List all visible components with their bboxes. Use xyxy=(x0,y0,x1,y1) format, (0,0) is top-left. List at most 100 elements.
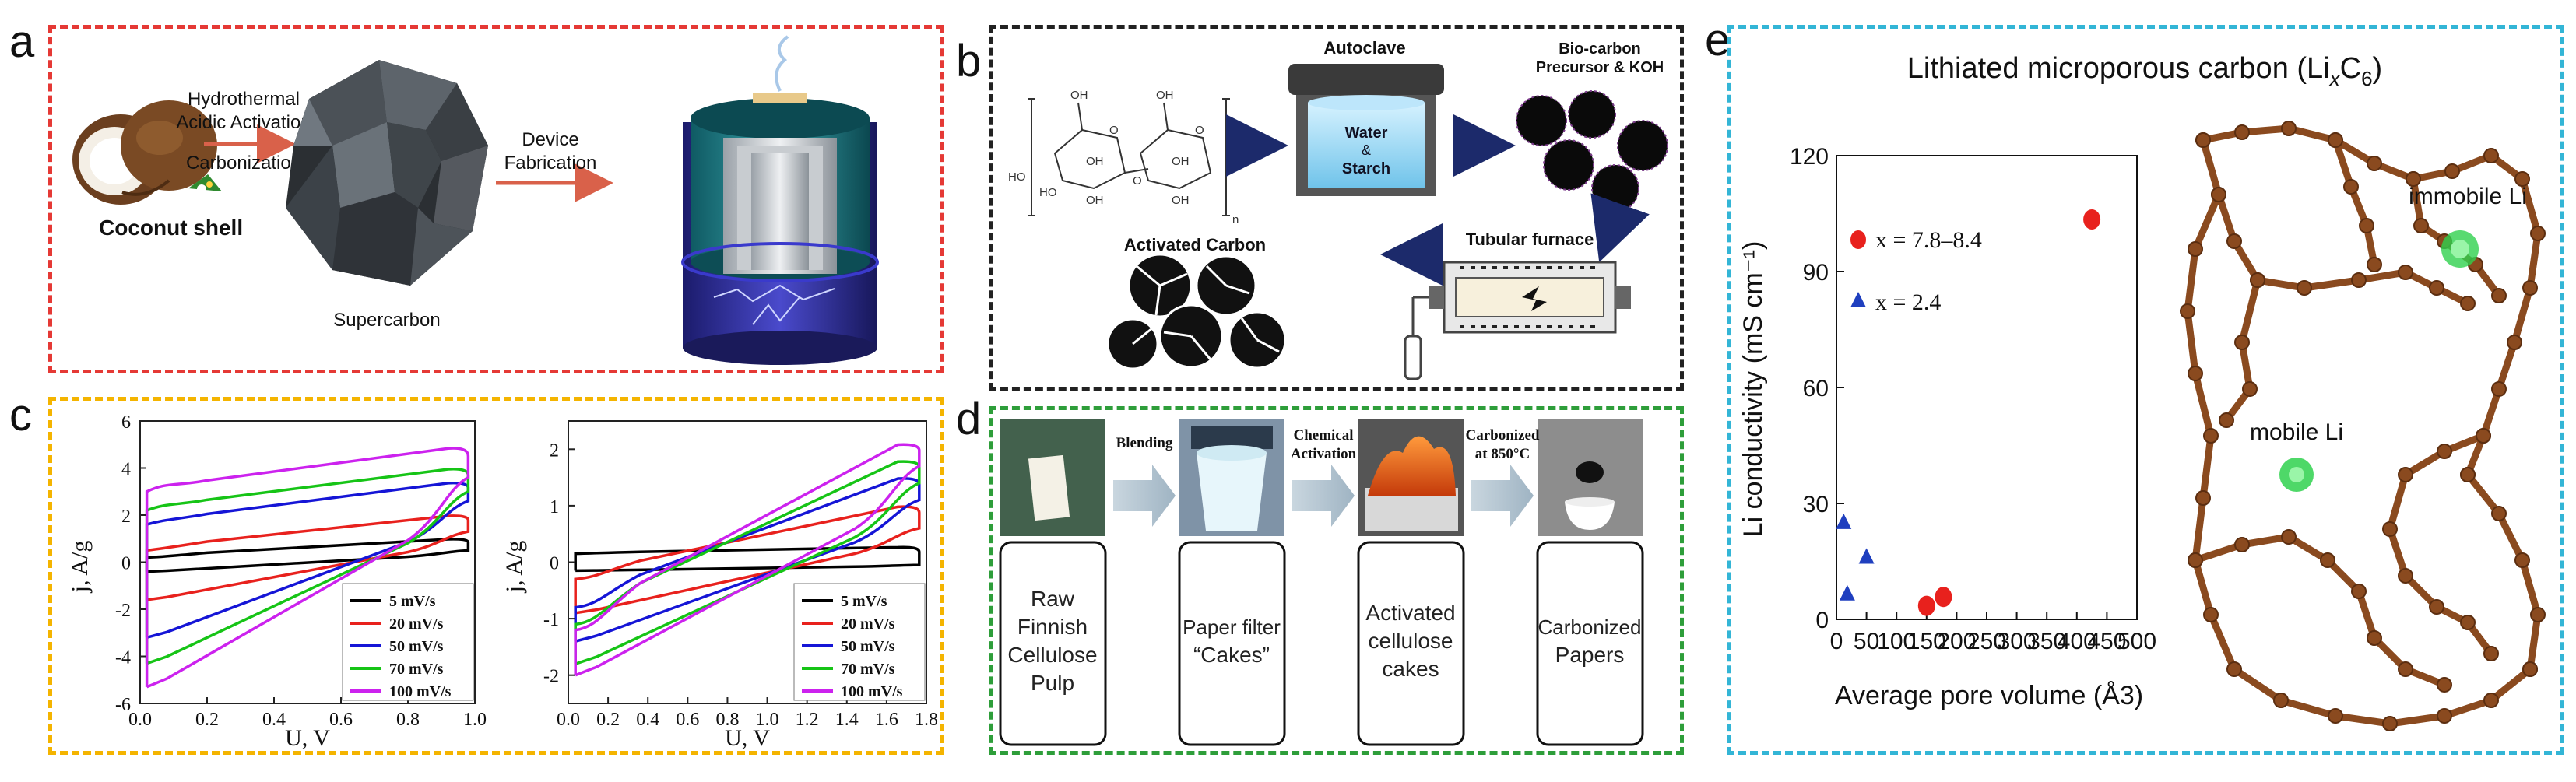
panel-label-c: c xyxy=(9,390,32,440)
flow-arrow-1 xyxy=(1113,465,1176,527)
xtick-label: 350 xyxy=(2027,629,2066,654)
xtick-label: 150 xyxy=(1907,629,1946,654)
scatter-xlabel: Average pore volume (Å3) xyxy=(1835,681,2143,710)
step1-label-1: Hydrothermal xyxy=(188,89,300,110)
cv-curve-5 xyxy=(145,447,470,689)
cv-curve-4 xyxy=(574,460,921,665)
starch-o-1: O xyxy=(1109,124,1119,137)
caption-4-line-2: Papers xyxy=(1555,643,1625,667)
cv-curve-4 xyxy=(145,468,470,665)
starch-ho-1: HO xyxy=(1008,170,1026,184)
xtick-label: 1.4 xyxy=(835,710,859,730)
legend-label: 70 mV/s xyxy=(389,661,444,678)
xtick-label: 0.8 xyxy=(396,710,420,730)
cv-curve-5 xyxy=(574,443,921,677)
legend-label: x = 2.4 xyxy=(1875,289,1941,315)
caption-3-line-2: cellulose xyxy=(1369,629,1453,653)
starch-ho-2: HO xyxy=(1039,186,1057,199)
activated-carbon-icon xyxy=(1106,253,1287,370)
panel-label-d: d xyxy=(956,394,982,444)
scatter-yticks: 0 30 60 90 120 xyxy=(1790,144,1844,633)
scatter-point-circle xyxy=(1917,595,1935,616)
ytick-label: -1 xyxy=(543,610,559,630)
activated-carbon-label: Activated Carbon xyxy=(1124,235,1266,254)
xtick-label: 0.0 xyxy=(128,710,152,730)
caption-1-line-2: Finnish xyxy=(1017,615,1088,639)
ytick-label: -2 xyxy=(543,667,559,687)
supercapacitor-icon xyxy=(681,35,879,365)
ytick-label: 90 xyxy=(1803,260,1829,286)
panel-a-diagram: Coconut shell Hydrothermal Acidic Activa… xyxy=(72,35,879,365)
ytick-label: 0 xyxy=(1815,608,1829,633)
panel-e-frame xyxy=(1727,25,2564,755)
panel-b-diagram: OH OH OH OH OH OH HO HO O O O n Autoclav… xyxy=(1008,38,1668,380)
caption-box-2 xyxy=(1178,541,1286,746)
legend-label: 20 mV/s xyxy=(841,615,895,633)
arrow-label-2a: Chemical xyxy=(1293,427,1353,444)
cv-curve-3 xyxy=(574,477,921,643)
legend-label: 5 mV/s xyxy=(389,593,436,610)
step2-label-2: Fabrication xyxy=(504,153,597,174)
xtick-label: 1.0 xyxy=(463,710,487,730)
panel-c-frame xyxy=(48,397,944,755)
cv-curve-1 xyxy=(145,538,470,573)
xtick-label: 400 xyxy=(2058,629,2096,654)
xtick-label: 0.4 xyxy=(636,710,659,730)
caption-2-line-2: “Cakes” xyxy=(1193,643,1270,667)
scatter-ylabel: Li conductivity (mS cm⁻¹) xyxy=(1738,241,1768,538)
caption-1-line-4: Pulp xyxy=(1031,671,1074,695)
ytick-label: 120 xyxy=(1790,144,1829,170)
carbon-network xyxy=(2180,121,2546,731)
legend-label: 100 mV/s xyxy=(841,683,903,700)
xtick-label: 300 xyxy=(1998,629,2037,654)
starch-oh-1: OH xyxy=(1070,89,1088,102)
caption-box-4 xyxy=(1536,541,1644,746)
caption-1-line-3: Cellulose xyxy=(1007,643,1097,667)
ytick-label: 2 xyxy=(550,440,559,461)
ytick-label: -4 xyxy=(115,648,131,668)
legend-label: x = 7.8–8.4 xyxy=(1875,227,1982,253)
furnace-label: Tubular furnace xyxy=(1466,230,1594,249)
panel-label-a: a xyxy=(9,16,35,67)
arrow-label-3b: at 850°C xyxy=(1475,446,1530,462)
tubular-furnace-icon xyxy=(1404,261,1631,380)
scatter-points xyxy=(1836,209,2101,616)
legend-box xyxy=(793,583,926,701)
panel-b-frame xyxy=(989,25,1684,391)
xtick-label: 0.6 xyxy=(676,710,699,730)
panel-label-b: b xyxy=(956,36,982,86)
starch-oh-2: OH xyxy=(1156,89,1174,102)
legend-marker-triangle xyxy=(1850,292,1866,307)
panel-d-diagram: Blending Chemical Activation Carbonized … xyxy=(999,419,1644,746)
cv-curve-1 xyxy=(574,545,921,573)
svg-text:Lithiated microporous carbon (: Lithiated microporous carbon (LixC6) xyxy=(1907,52,2382,90)
ytick-label: 30 xyxy=(1803,492,1829,517)
xtick-label: 1.8 xyxy=(915,710,938,730)
carbon-particles-icon xyxy=(1516,90,1668,212)
cv-curve-2 xyxy=(574,505,921,615)
title-prefix: Lithiated microporous carbon (Li xyxy=(1907,52,2330,85)
photo-carbonized xyxy=(1538,419,1643,536)
title-sub-x: x xyxy=(2328,67,2341,90)
starch-labels: OH OH OH OH OH OH HO HO O O O n xyxy=(1008,89,1239,226)
precursor-label-2: Precursor & KOH xyxy=(1536,59,1664,76)
cv1-curves xyxy=(145,447,470,689)
photo-pulp xyxy=(1000,419,1105,536)
starch-o-3: O xyxy=(1133,174,1142,188)
photo-activated-cakes xyxy=(1358,419,1464,536)
step2-label-1: Device xyxy=(522,129,578,150)
precursor-label-1: Bio-carbon xyxy=(1559,40,1641,58)
cv-curve-3 xyxy=(145,481,470,640)
ytick-label: 60 xyxy=(1803,376,1829,402)
flow-arrow-2 xyxy=(1292,465,1355,527)
xtick-label: 1.2 xyxy=(796,710,819,730)
starch-molecule-icon xyxy=(1028,98,1230,216)
scatter-legend: x = 7.8–8.4 x = 2.4 xyxy=(1850,227,1982,315)
xtick-label: 500 xyxy=(2117,629,2156,654)
water-label-3: Starch xyxy=(1342,160,1390,177)
